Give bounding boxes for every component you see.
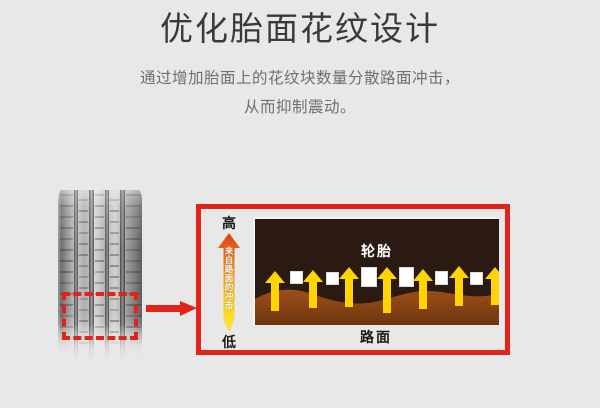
tire-sipe [95, 216, 105, 218]
page-title: 优化胎面花纹设计 [0, 0, 600, 49]
illustration-area: 高 来 自 [0, 180, 600, 370]
tread-block [326, 272, 339, 285]
force-arrow-icon [339, 267, 359, 307]
tire-sipe [79, 254, 89, 256]
tire-sipe [79, 265, 89, 267]
tread-block [435, 271, 448, 285]
tire-label: 轮胎 [255, 241, 499, 261]
tire-sipe [60, 238, 74, 240]
tire-sipe [95, 194, 105, 196]
tire-sipe [110, 232, 120, 234]
tire-sipe [110, 243, 120, 245]
impact-scale: 高 来 自 [209, 213, 249, 352]
tire-sipe [110, 210, 120, 212]
tire-sipe [126, 205, 142, 207]
tire-sipe [126, 227, 142, 229]
tire-sipe [79, 232, 89, 234]
tire-sipe [79, 342, 89, 344]
tread-block [399, 267, 414, 287]
tire-sipe [126, 249, 142, 251]
tire-sipe [60, 282, 74, 284]
tire-sipe [60, 260, 74, 262]
tire-sipe [95, 249, 105, 251]
tire-sipe [60, 194, 74, 196]
tire-sipe [60, 216, 74, 218]
tread-block [361, 267, 377, 287]
tire-sipe [126, 282, 142, 284]
tire-sipe [95, 271, 105, 273]
tire-sipe [110, 199, 120, 201]
tire-sipe [60, 205, 74, 207]
tire-sipe [60, 271, 74, 273]
force-arrow-icon [449, 266, 469, 306]
tire-sipe [110, 254, 120, 256]
tire-sipe [79, 210, 89, 212]
impact-gradient-arrow-icon: 来 自 路 面 的 冲 击 [217, 233, 241, 333]
tire-sipe [110, 342, 120, 344]
page-subtitle: 通过增加胎面上的花纹块数量分散路面冲击， 从而抑制震动。 [0, 49, 600, 122]
force-arrow-icon [485, 267, 499, 305]
tire-sipe [126, 194, 142, 196]
tire-sipe [110, 287, 120, 289]
tire-sipe [126, 260, 142, 262]
right-arrow-icon [146, 297, 198, 319]
tire-sipe [95, 238, 105, 240]
tire-sipe [95, 227, 105, 229]
tread-area-highlight [62, 292, 138, 340]
tire-sipe [60, 227, 74, 229]
tread-block [470, 272, 483, 285]
tire-sipe [79, 243, 89, 245]
tire-sipe [110, 221, 120, 223]
tire-sipe [95, 282, 105, 284]
tire-sipe [60, 249, 74, 251]
tire-sipe [126, 271, 142, 273]
scale-label-low: 低 [209, 332, 249, 352]
tire-sipe [110, 276, 120, 278]
scale-label-high: 高 [209, 213, 249, 233]
header: 优化胎面花纹设计 通过增加胎面上的花纹块数量分散路面冲击， 从而抑制震动。 [0, 0, 600, 123]
tire-sipe [95, 260, 105, 262]
tire-sipe [79, 199, 89, 201]
diagram-panel: 高 来 自 [196, 204, 510, 355]
road-label: 路面 [253, 327, 499, 347]
impact-arrow-label: 来 自 路 面 的 冲 击 [217, 247, 241, 310]
tire-sipe [79, 287, 89, 289]
subtitle-line-1: 通过增加胎面上的花纹块数量分散路面冲击， [0, 65, 600, 94]
force-arrow-icon [303, 270, 323, 308]
tire-sipe [110, 265, 120, 267]
tire-sipe [126, 238, 142, 240]
force-arrow-icon [377, 267, 397, 313]
tire-sipe [95, 205, 105, 207]
tire-sipe [79, 276, 89, 278]
impact-char-6: 击 [217, 301, 241, 310]
subtitle-line-2: 从而抑制震动。 [0, 94, 600, 123]
tire-road-scene: 轮胎 [253, 217, 499, 325]
tire-sipe [126, 216, 142, 218]
force-arrow-icon [265, 271, 285, 311]
tire-sipe [79, 221, 89, 223]
force-arrow-icon [413, 269, 433, 309]
tread-block [290, 271, 303, 284]
